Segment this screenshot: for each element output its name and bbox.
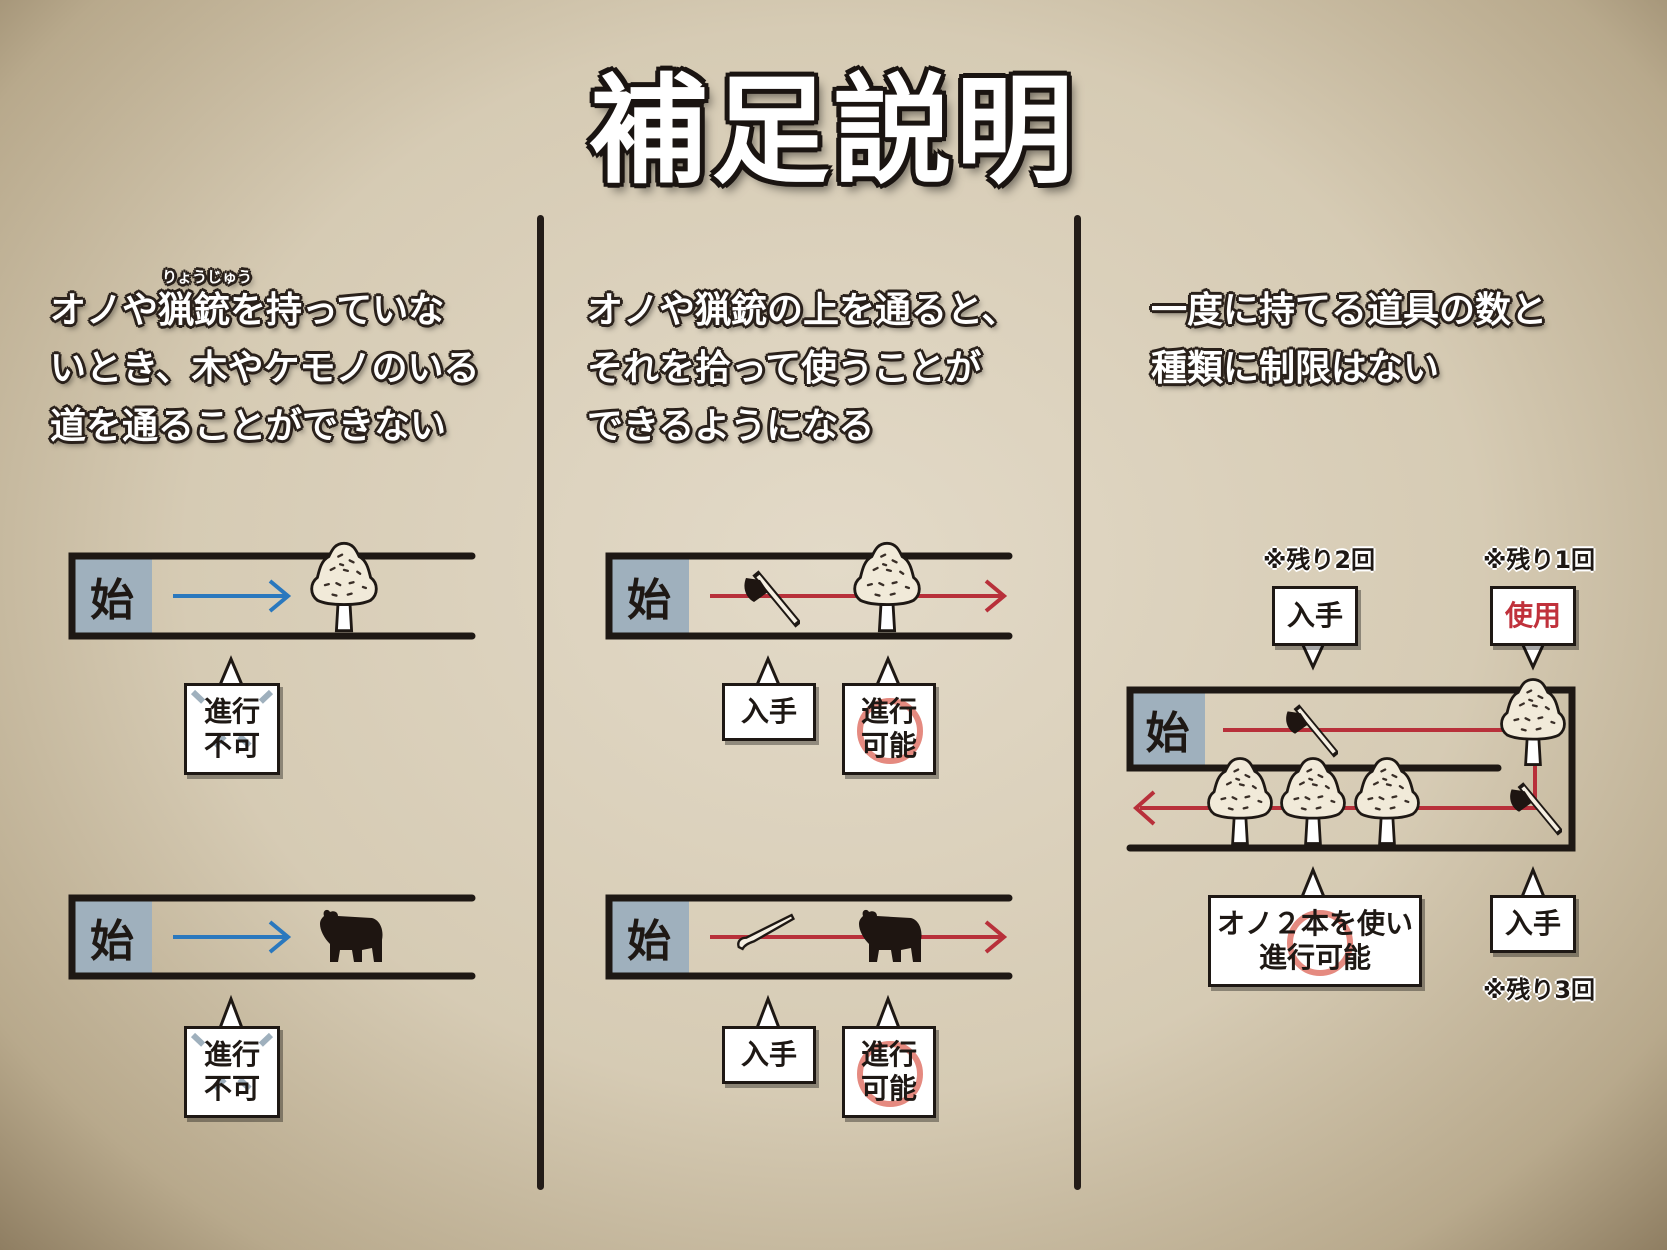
callout-text: 不可 [203, 1072, 260, 1105]
hunting-gun-icon [737, 913, 795, 951]
desc-line: 道を通ることができない [50, 406, 447, 447]
road-border [605, 552, 1013, 640]
road-border [68, 894, 476, 980]
start-box [609, 556, 689, 636]
path-diagram-tree-blocked [68, 541, 476, 640]
callout-text: 入手 [740, 695, 797, 728]
desc-line: 一度に持てる道具の数と [1151, 290, 1548, 331]
start-box [609, 898, 689, 976]
callout-obtain: 入手 [1272, 586, 1358, 646]
start-label: 始 [90, 916, 134, 967]
callout-can-pass: 進行 可能 [842, 1026, 936, 1118]
bear-icon [320, 909, 383, 962]
callout-text: 進行 [203, 695, 260, 728]
callout-text: 進行 [860, 695, 917, 728]
red-arrowhead [1132, 790, 1156, 826]
desc-line: オノや猟銃を持っていな [50, 290, 445, 331]
page-title: 補足説明 [589, 62, 1078, 200]
cross-mark-icon [190, 689, 274, 769]
start-label: 始 [627, 916, 671, 967]
callout-text: 可能 [860, 729, 917, 762]
callout-text: 使用 [1504, 599, 1561, 632]
road-border [68, 552, 476, 640]
callout-text: 可能 [860, 1072, 917, 1105]
callout-pointers [218, 642, 1546, 1029]
callout-text: 入手 [1504, 907, 1561, 940]
desc-line: それを拾って使うことが [587, 348, 982, 389]
remaining-uses-note: ※残り2回 [1263, 546, 1376, 574]
cross-mark-icon [190, 1032, 274, 1112]
remaining-uses-note: ※残り3回 [1483, 976, 1596, 1004]
remaining-uses-note: ※残り1回 [1483, 546, 1596, 574]
column-2-description: オノや猟銃の上を通ると、 それを拾って使うことが できるようになる [587, 282, 1018, 456]
road-border [1126, 686, 1576, 852]
axe-icon [744, 576, 796, 622]
callout-text: 入手 [1286, 599, 1343, 632]
start-label: 始 [627, 575, 671, 626]
column-divider [1074, 215, 1081, 1190]
callout-text: 進行 [860, 1038, 917, 1071]
circle-mark-icon [857, 1041, 923, 1107]
blue-arrowhead [268, 579, 292, 613]
callout-can-pass: 進行 可能 [842, 683, 936, 775]
callout-obtain: 入手 [1490, 895, 1576, 953]
circle-mark-icon [1287, 910, 1353, 976]
callout-text: 入手 [740, 1038, 797, 1071]
bear-icon [859, 909, 922, 962]
callout-two-axes: オノ２本を使い 進行可能 [1208, 895, 1422, 987]
path-diagram-axe-pass [605, 541, 1013, 640]
start-label: 始 [90, 575, 134, 626]
start-box [1130, 690, 1205, 768]
circle-mark-icon [857, 698, 923, 764]
ruby-reading: りょうじゅう [162, 268, 253, 286]
desc-line: 種類に制限はない [1151, 348, 1440, 389]
red-arrowhead [984, 579, 1008, 613]
desc-line: いとき、木やケモノのいる [50, 348, 480, 389]
start-box [72, 556, 152, 636]
column-divider [537, 215, 544, 1190]
start-label: 始 [1145, 708, 1190, 759]
callout-cannot-pass: 進行 不可 [184, 683, 280, 775]
column-3-description: 一度に持てる道具の数と 種類に制限はない [1151, 282, 1547, 398]
desc-line: できるようになる [587, 406, 875, 447]
callout-text: 進行 [203, 1038, 260, 1071]
callout-text: オノ２本を使い [1216, 907, 1413, 940]
callout-use: 使用 [1490, 586, 1576, 646]
callout-text: 不可 [203, 729, 260, 762]
callout-obtain: 入手 [722, 1026, 816, 1084]
start-box [72, 898, 152, 976]
column-1-description: りょうじゅう オノや猟銃を持っていな いとき、木やケモノのいる 道を通ることがで… [50, 270, 480, 456]
path-diagram-multiple-items [1126, 677, 1576, 852]
callout-cannot-pass: 進行 不可 [184, 1026, 280, 1118]
red-arrowhead [984, 920, 1008, 954]
path-diagram-beast-blocked [68, 894, 476, 980]
callout-text: 進行可能 [1258, 941, 1371, 974]
callout-obtain: 入手 [722, 683, 816, 741]
path-diagram-gun-pass [605, 894, 1013, 980]
blue-arrowhead [268, 920, 292, 954]
road-border [605, 894, 1013, 980]
desc-line: オノや猟銃の上を通ると、 [587, 290, 1018, 331]
